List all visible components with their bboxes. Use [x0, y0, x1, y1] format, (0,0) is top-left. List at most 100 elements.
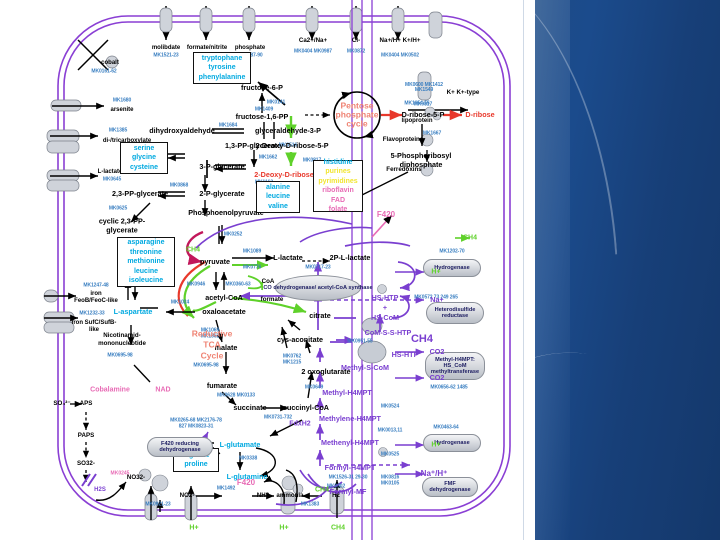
metabolite-ammonium: ammonia [276, 491, 304, 499]
cofactor-box: histidine purines pyrimidines riboflavin… [313, 159, 363, 213]
metabolite-13-pp-glycerate: 1,3-PP-glycerate [225, 141, 281, 151]
aa-box-alanine-group: alanine leucine valine [256, 181, 300, 213]
transporter-molibdate: molibdate [151, 44, 181, 51]
cofactor-pyrimidines: pyrimidines [318, 177, 358, 185]
enzyme-mtr-label: Methyl-H4MPT: HS_CoM methyltransferase [430, 357, 480, 375]
metabolite-succinate: succinate [233, 403, 267, 413]
gene-mk1202: MK1202-70 [439, 248, 465, 255]
enzyme-fmf-label: FMF dehydrogenase [429, 481, 471, 493]
gene-mk0516: MK0516 [278, 142, 298, 149]
gene-mk1492: MK1492 [216, 485, 236, 492]
label-pentose-cycle-3: cycle [346, 118, 368, 129]
gene-mk0525: MK0525 [380, 451, 400, 458]
metabolite-23-pp-glycerate: 2,3-PP-glycerate [112, 189, 168, 199]
enzyme-heterodisulfide-reductase: Heterodisulfide reductase [426, 302, 484, 324]
metabolite-formate: formate [260, 295, 284, 303]
metabolite-nicotinamid-mononucleotide: Nicotinamid-mononucleotide [98, 332, 146, 347]
metabolite-3-p-glycerate: 3-P-glycerate [199, 162, 245, 172]
gene-mk1667: MK1667 [422, 130, 442, 137]
aa-box-serine-group: serine glycine cysteine [120, 142, 168, 174]
gene-mk1385: MK1385 [108, 127, 128, 134]
metabolite-methenyl-h4mpt: Methenyl-H4MPT [321, 438, 379, 448]
transporter-lipoprotein: lipoprotein [401, 117, 433, 124]
gene-mk0265: MK0265-68 MK2176-78 827 MK0823-31 [170, 417, 222, 429]
gene-mk0776: MK0776 [242, 264, 262, 271]
metabolite-succinyl-coa: succinyl-CoA [283, 403, 329, 413]
aa-box-asparagine-group: asparagine threonine methionine leucine … [117, 237, 175, 287]
transporter-iron-sufc: iron SufC/SufB-like [71, 320, 117, 333]
gene-mk0872: MK0872 [346, 48, 366, 55]
gas-h2-bottom-1: H+ [189, 524, 199, 532]
enzyme-hydrogenase-upper-label: Hydrogenase [434, 264, 470, 271]
gene-mk0141: MK0141 [266, 99, 286, 106]
gene-mk1215: MK1215 [282, 359, 302, 366]
gene-mk0360: MK0360-63 [225, 281, 251, 288]
aa-ala: alanine [265, 183, 291, 191]
gene-mk0695: MK0695-98 [193, 362, 219, 369]
transporter-potassium: K+ K+-type [446, 88, 480, 96]
aa-leu2: leucine [133, 267, 159, 275]
label-pentose-cycle-1: Pentose [340, 100, 374, 111]
gene-mk0645: MK0645 [102, 176, 122, 183]
gene-mk0816: MK0816 [380, 474, 400, 481]
transporter-na-h-k-h: Na+/H+ K+/H+ [379, 36, 421, 44]
gene-mk1362: MK1362 [200, 333, 220, 340]
metabolite-fumarate: fumarate [206, 381, 238, 391]
transporter-chloride: Cl- [351, 36, 361, 44]
metabolite-2-deoxy-d-ribose-5-p: 2-Deoxy-D-ribose-5-P [255, 141, 329, 151]
gene-mk1526: MK1526-31 29-30 [328, 474, 368, 481]
tca-label-2: TCA [203, 339, 221, 350]
gene-mk0463: MK0463-64 [433, 424, 459, 431]
metabolite-formyl-h4mpt: Formyl-H4MPT [324, 463, 376, 473]
gene-mk0013: MK0013,11 [377, 427, 403, 434]
gene-mk0695b: MK0695-98 [107, 352, 133, 359]
metabolite-malate: malate [214, 343, 238, 353]
transporter-dicarboxylate: di-/tricarboxylate [102, 137, 152, 144]
metabolite-dihydroxyaldehyde: dihydroxyaldehyde [149, 126, 215, 136]
gene-mk0628: MK0628 MK0133 [217, 392, 255, 399]
cofactor-purines: purines [325, 168, 351, 175]
cofactor-riboflavin: riboflavin [322, 187, 354, 194]
gene-mk1069: MK1069 [200, 327, 220, 334]
enzyme-methyltransferase: Methyl-H4MPT: HS_CoM methyltransferase [425, 352, 485, 380]
cofactor-hs-htp-1: HS-HTP [371, 293, 399, 303]
tca-label-1: Reductive [191, 328, 233, 339]
gene-mk0338: MK0338 [238, 455, 258, 462]
gene-mk0572: MK0572 73 249 265 [414, 294, 458, 301]
gene-mk0105: MK0105 [380, 480, 400, 487]
product-methane: CH4 [410, 333, 434, 346]
gene-mk0302: MK0302 [326, 483, 346, 490]
metabolite-cys-aconitate: cys-aconitate [277, 335, 323, 345]
enzyme-hdr-label: Heterodisulfide reductase [434, 307, 476, 319]
transporter-phosphate: phosphate [234, 44, 266, 51]
ion-sodium-1: CO2 [429, 347, 445, 357]
metabolite-fructose-6-p: fructose-6-P [241, 83, 283, 93]
gene-mk1247: MK1247-48 [83, 282, 109, 289]
gas-co2-methano: CH4 [314, 486, 330, 494]
cofactor-f420-bottom: F420 [236, 477, 256, 487]
enzyme-hydrogenase-lower-label: Hydrogenase [434, 439, 470, 446]
gene-mk1680: MK1680 [112, 97, 132, 104]
transporter-cobalt: cobalt [101, 59, 119, 66]
gene-mk1383: MK1383 [300, 501, 320, 508]
pathway-vector-layer [43, 0, 511, 540]
metabolite-sulfate: APS [79, 399, 93, 407]
metabolite-sulfite: H2S [94, 486, 106, 493]
gene-mk0731: MK0731-732 [264, 414, 292, 421]
gene-mk0921: MK0921-23 [145, 501, 171, 508]
gene-mk0404: MK0404 MK0987 [294, 48, 332, 55]
aa-leu: leucine [265, 193, 291, 201]
metabolite-methyl-h4mpt: Methyl-H4MPT [322, 388, 372, 398]
transporter-ca-na: Ca2+/Na+ [298, 36, 328, 44]
gene-mk0161: MK0161-62 [91, 68, 117, 75]
enzyme-fmf-dehydrogenase: FMF dehydrogenase [422, 477, 478, 497]
cofactor-hs-com: HS-CoM [371, 313, 399, 323]
gene-mk0600: MK0600 MK1412 MK1549 [405, 81, 443, 93]
gene-mk0817: MK0817 [302, 157, 322, 164]
metabolite-5-phosphoribosyl-diphosphate: 5-Phosphoribosyl diphosphate [390, 151, 452, 169]
gas-co2-right: CH4 [462, 234, 478, 242]
metabolite-paps: SO32- [77, 459, 95, 467]
metabolite-pyruvate: pyruvate [200, 257, 230, 267]
metabolite-l-glutamate: L-glutamate [219, 440, 261, 450]
